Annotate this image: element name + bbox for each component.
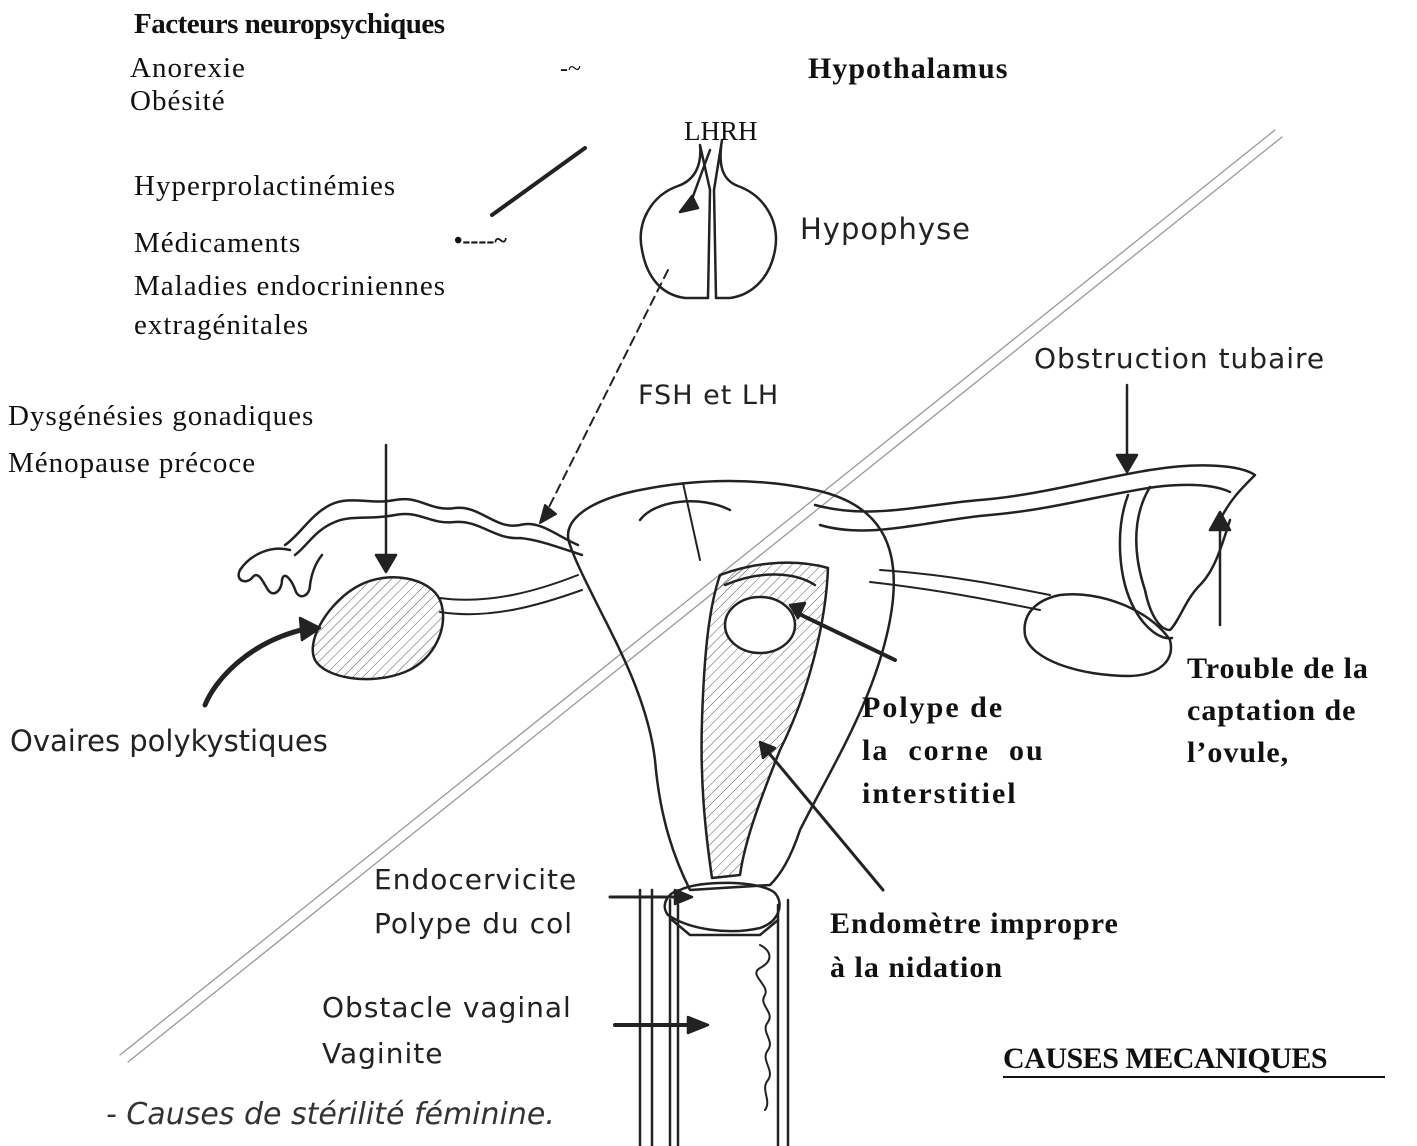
tubal-obstruction-label: Obstruction tubaire xyxy=(1034,343,1325,375)
neuro-factors-list: Anorexie Obésité xyxy=(130,52,246,119)
vaginal-label: Obstacle vaginal Vaginite xyxy=(322,985,572,1077)
right-fallopian-tube xyxy=(815,465,1255,520)
pituitary-gland xyxy=(641,140,776,298)
hyperprolactinemia-label: Hyperprolactinémies xyxy=(134,170,396,203)
lhrh-label: LHRH xyxy=(684,116,758,147)
dash-marker: •----~ xyxy=(454,228,507,256)
endometrium-line2: à la nidation xyxy=(830,946,1119,990)
left-fimbriae xyxy=(239,549,322,597)
cervical-line2: Polype du col xyxy=(374,902,577,946)
tilde-marker: -~ xyxy=(560,56,581,84)
capture-line2: captation de xyxy=(1187,690,1369,732)
cervical-label: Endocervicite Polype du col xyxy=(374,858,577,946)
anorexia-label: Anorexie xyxy=(130,52,246,85)
endocrine-line1: Maladies endocriniennes xyxy=(134,267,446,306)
section-title: CAUSES MECANIQUES xyxy=(1003,1042,1327,1077)
hypophyse-label: Hypophyse xyxy=(800,213,971,246)
endometrium-line1: Endomètre impropre xyxy=(830,902,1119,946)
capture-line3: l’ovule, xyxy=(1187,732,1369,774)
neuro-factors-title: Facteurs neuropsychiques xyxy=(134,8,445,41)
pcos-label: Ovaires polykystiques xyxy=(10,725,328,758)
figure-caption: - Causes de stérilité féminine. xyxy=(106,1098,555,1133)
endometrium-label: Endomètre impropre à la nidation xyxy=(830,902,1119,990)
gonadal-line2: Ménopause précoce xyxy=(8,440,314,487)
ovule-capture-label: Trouble de la captation de l’ovule, xyxy=(1187,648,1369,774)
cervical-line1: Endocervicite xyxy=(374,858,577,902)
horn-polyp-line3: interstitiel xyxy=(862,772,1045,815)
left-ovary xyxy=(313,577,443,679)
vaginal-line2: Vaginite xyxy=(322,1031,572,1077)
capture-line1: Trouble de la xyxy=(1187,648,1369,690)
fsh-lh-label: FSH et LH xyxy=(638,380,779,411)
medications-label: Médicaments xyxy=(134,227,301,260)
gonadal-label: Dysgénésies gonadiques Ménopause précoce xyxy=(8,393,314,487)
gonadal-line1: Dysgénésies gonadiques xyxy=(8,393,314,440)
cervix xyxy=(665,883,780,931)
horn-polyp-line2: la corne ou xyxy=(862,729,1045,772)
obesity-label: Obésité xyxy=(130,85,246,118)
hypothalamus-label: Hypothalamus xyxy=(808,52,1008,87)
endocrine-label: Maladies endocriniennes extragénitales xyxy=(134,267,446,345)
left-fallopian-tube xyxy=(285,499,578,545)
endocrine-line2: extragénitales xyxy=(134,306,446,345)
horn-polyp-line1: Polype de xyxy=(862,686,1045,729)
right-fimbriae xyxy=(1136,487,1230,630)
horn-polyp-label: Polype de la corne ou interstitiel xyxy=(862,686,1045,815)
vaginal-line1: Obstacle vaginal xyxy=(322,985,572,1031)
hypothalamus-line xyxy=(492,148,585,215)
horn-polyp xyxy=(725,597,795,653)
vaginal-rugae xyxy=(756,945,770,1110)
